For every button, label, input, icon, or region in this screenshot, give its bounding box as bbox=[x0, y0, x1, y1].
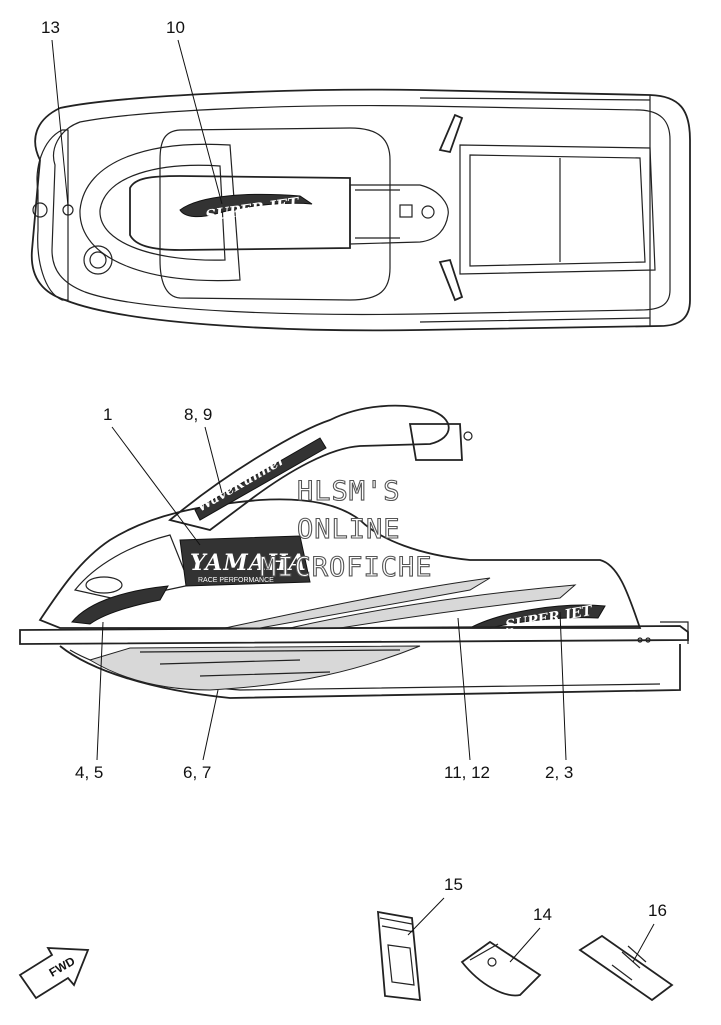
watermark-line3: MICROFICHE bbox=[260, 552, 433, 583]
part-15-pouch bbox=[377, 910, 422, 1002]
callout-11-12: 11, 12 bbox=[444, 763, 490, 782]
fwd-arrow-icon: FWD bbox=[18, 947, 90, 1000]
watermark: HLSM'S ONLINE MICROFICHE bbox=[259, 475, 433, 583]
top-view-hull: SUPER JET bbox=[30, 88, 691, 332]
callout-6-7: 6, 7 bbox=[183, 763, 211, 782]
callout-15: 15 bbox=[444, 875, 463, 894]
side-view-hull: YAMAHA RACE PERFORMANCE WaveRunner SUPER… bbox=[19, 404, 689, 699]
callout-16: 16 bbox=[648, 901, 667, 920]
fwd-label: FWD bbox=[47, 954, 78, 980]
watermark-line1: HLSM'S bbox=[297, 476, 401, 507]
super-jet-decal-top: SUPER JET bbox=[179, 194, 313, 225]
yamaha-decal-text: YAMAHA bbox=[190, 550, 307, 576]
callout-4-5: 4, 5 bbox=[75, 763, 103, 782]
callout-2-3: 2, 3 bbox=[545, 763, 573, 782]
part-16-strap bbox=[578, 934, 674, 1002]
callout-13: 13 bbox=[41, 18, 60, 37]
part-14-case bbox=[460, 940, 542, 997]
callout-10: 10 bbox=[166, 18, 185, 37]
callout-8-9: 8, 9 bbox=[184, 405, 212, 424]
race-performance-text: RACE PERFORMANCE bbox=[198, 577, 274, 584]
callout-1: 1 bbox=[103, 405, 112, 424]
callout-14: 14 bbox=[533, 905, 552, 924]
watermark-line2: ONLINE bbox=[297, 514, 401, 545]
